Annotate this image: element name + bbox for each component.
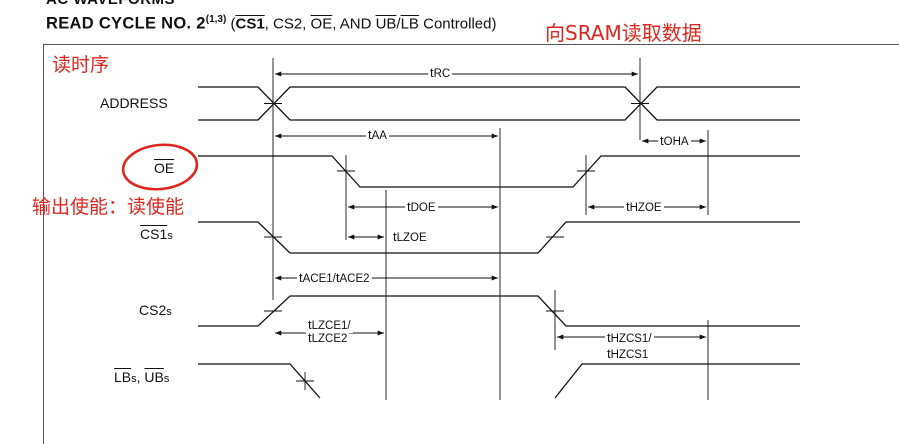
lb-name: LB [114,369,132,385]
waveforms [198,86,800,399]
cs2-sub: s [166,306,172,318]
label-thzcs1: tHZCS1/ [605,330,654,346]
signal-label-oe: OE [154,160,175,176]
cs2-name: CS2 [139,302,167,318]
label-tdoe: tDOE [405,199,438,215]
lb-ub-wave-fall [198,363,321,399]
signal-label-cs2: CS2s [139,302,172,318]
lb-ub-wave-rise [554,363,800,399]
label-tlzce1: tLZCE1/ [306,317,353,333]
lb-ub-sep: , [136,369,145,385]
cs1-wave [198,221,800,254]
title-open: ( [226,15,236,33]
address-wave-top [198,86,800,121]
label-thzoe: tHZOE [624,199,664,215]
reference-lines [272,58,709,400]
signal-label-address: ADDRESS [100,95,168,111]
title-oe: OE [310,15,333,33]
label-thzcs2: tHZCS1 [605,346,651,362]
signal-label-cs1: CS1s [140,226,173,242]
annotation-oe-note-cn: 输出使能：读使能 [32,196,185,218]
diagram-title: READ CYCLE NO. 2(1,3) (CS1, CS2, OE, AND… [46,14,497,34]
oe-wave [198,155,800,188]
title-c1: , CS2, [264,15,311,33]
diagram-frame [43,44,899,444]
cs2-wave [198,295,800,327]
ub-name: UB [144,369,164,385]
annotation-read-timing-cn: 读时序 [52,54,110,76]
title-cs1: CS1 [235,15,265,33]
label-toha: tOHA [658,133,691,149]
title-lb: LB [400,15,419,33]
title-slash: / [396,15,401,33]
crossing-ticks [264,103,649,390]
label-taa: tAA [366,127,389,143]
label-trc: tRC [428,65,453,81]
title-ub: UB [375,15,397,33]
ub-sub: s [163,373,170,385]
label-tace: tACE1/tACE2 [297,270,372,286]
title-main: READ CYCLE NO. 2 [46,14,206,33]
annotation-title-cn: 向SRAM读取数据 [545,21,702,45]
section-heading-cut: AC WAVEFORMS [46,0,175,8]
cs1-sub: s [167,230,173,242]
label-tlzce2: tLZCE2 [306,330,350,346]
address-wave-bottom [198,86,800,121]
title-c2: , AND [332,15,376,33]
lb-sub: s [131,373,137,385]
signal-label-lb-ub: LBs, UBs [114,369,169,385]
title-tail: Controlled) [418,15,497,33]
title-footnote: (1,3) [205,14,227,25]
oe-highlight-circle [121,143,199,191]
cs1-name: CS1 [140,226,168,242]
label-tlzoe: tLZOE [391,229,429,245]
